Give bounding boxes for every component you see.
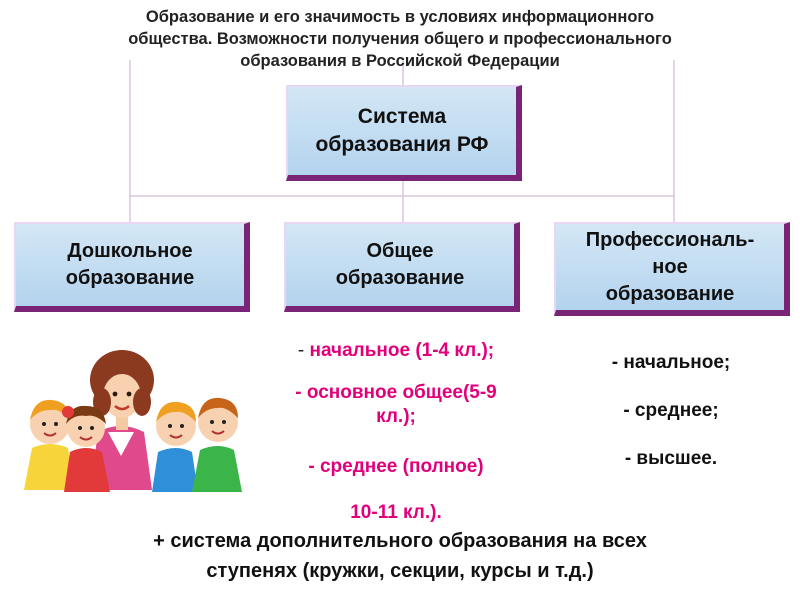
preschool-education-box: Дошкольное образование [14, 222, 250, 312]
professional-line-2: ное [652, 255, 688, 278]
dash-mark: - [297, 340, 305, 361]
professional-level-secondary: - среднее; [623, 400, 719, 421]
general-level-basic-line-1: - основное общее(5-9 [295, 382, 497, 403]
general-level-primary: - начальное (1-4 кл.); [246, 340, 546, 362]
title-line-3: образования в Российской Федерации [240, 52, 560, 70]
general-line-2: образование [335, 267, 465, 289]
footer-line-2: ступенях (кружки, секции, курсы и т.д.) [206, 560, 594, 582]
general-level-primary-text: начальное (1-4 кл.); [309, 340, 495, 361]
additional-education-note: + система дополнительного образования на… [40, 526, 760, 586]
preschool-line-2: образование [65, 267, 195, 289]
general-level-grades: 10-11 кл.). [350, 502, 442, 523]
title-line-1: Образование и его значимость в условиях … [145, 8, 655, 26]
professional-line-3: образование [605, 282, 735, 305]
general-education-box: Общее образование [284, 222, 520, 312]
education-system-box: Система образования РФ [286, 85, 522, 181]
title-line-2: общества. Возможности получения общего и… [128, 30, 672, 48]
teacher-with-children-illustration [24, 350, 242, 492]
root-line-1: Система [357, 105, 447, 128]
general-level-secondary: - среднее (полное) [308, 456, 484, 477]
general-line-1: Общее [366, 240, 434, 262]
page-title: Образование и его значимость в условиях … [40, 6, 760, 72]
professional-line-1: Профессиональ- [585, 228, 755, 251]
professional-level-initial: - начальное; [611, 352, 731, 373]
professional-level-higher: - высшее. [624, 448, 718, 469]
professional-education-box: Профессиональ- ное образование [554, 222, 790, 316]
general-level-basic-line-2: кл.); [376, 406, 416, 427]
root-line-2: образования РФ [315, 133, 489, 156]
preschool-line-1: Дошкольное [67, 240, 193, 262]
footer-line-1: + система дополнительного образования на… [153, 530, 647, 552]
